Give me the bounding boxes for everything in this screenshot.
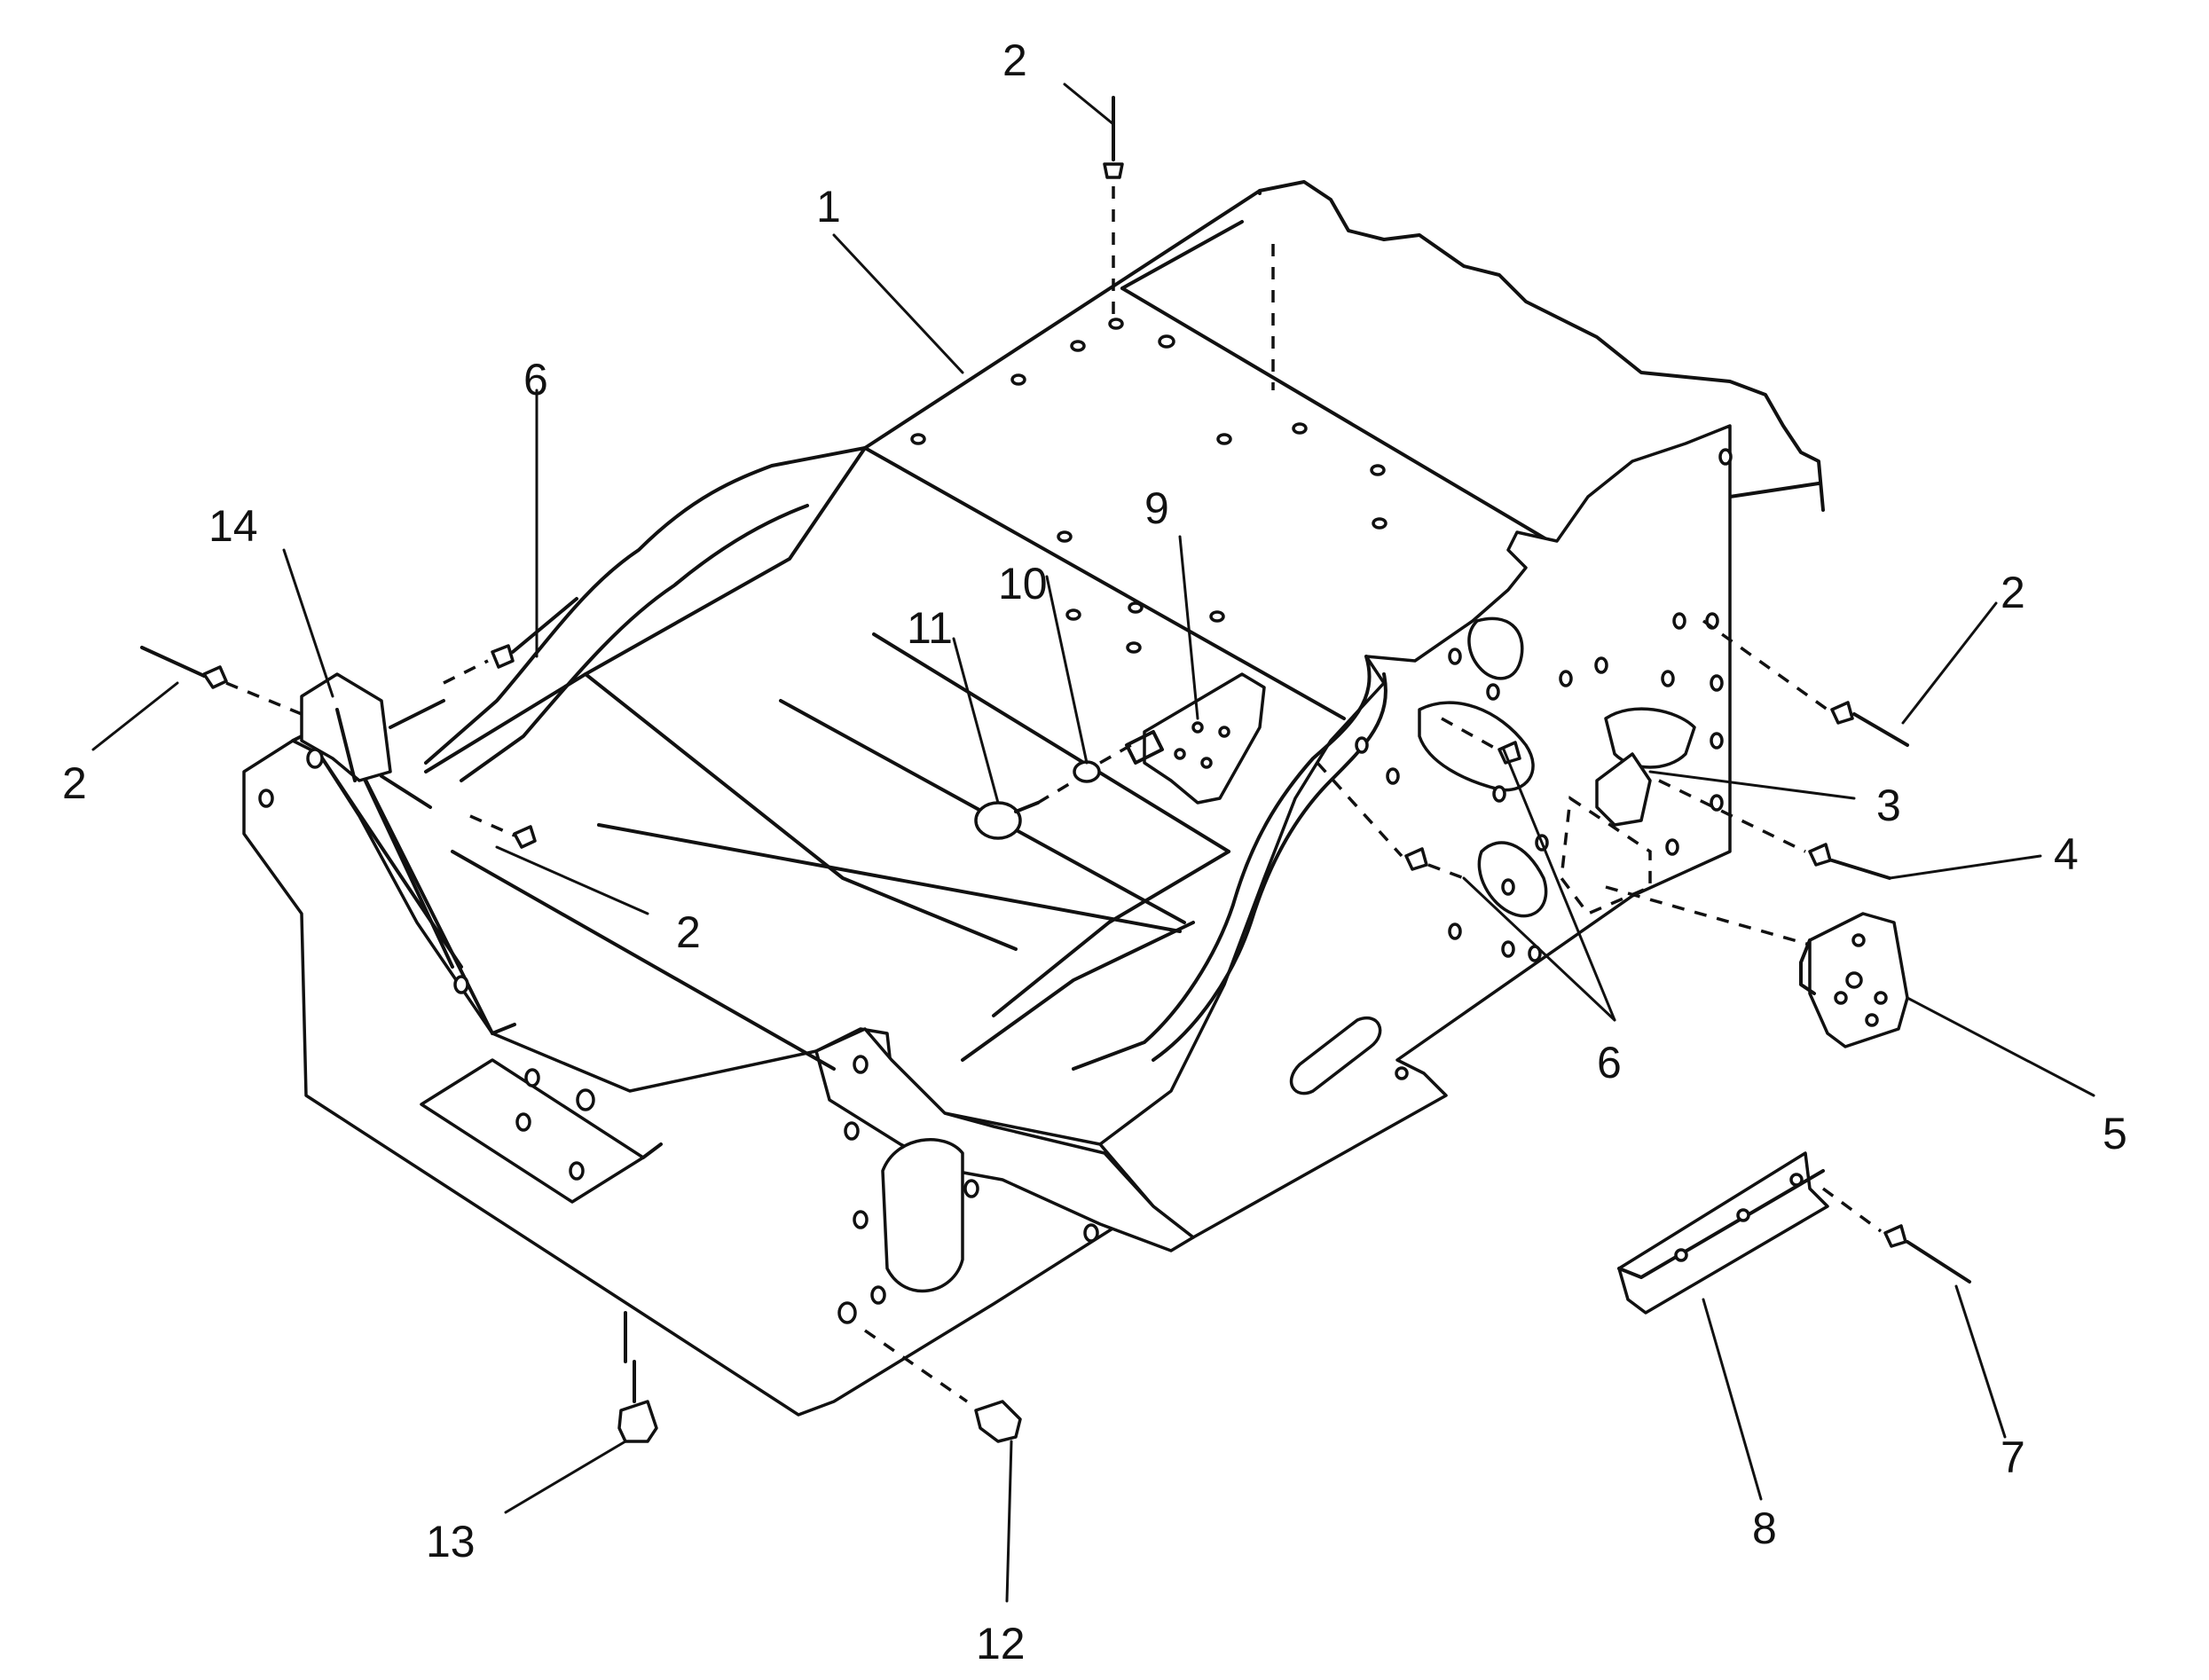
callout-10: 10 <box>998 559 1048 608</box>
callout-6-top: 6 <box>523 355 548 404</box>
callout-13: 13 <box>426 1517 476 1566</box>
part-3-bracket <box>1595 752 1652 827</box>
torn-edge <box>1258 180 1825 512</box>
callout-5: 5 <box>2103 1109 2127 1158</box>
top-deck <box>863 189 1262 450</box>
part-12-plug <box>974 1400 1022 1443</box>
callout-2-right: 2 <box>2001 568 2025 617</box>
callout-2-center: 2 <box>676 907 701 957</box>
top-deck-holes <box>910 318 1388 654</box>
callout-2-top: 2 <box>1002 35 1027 85</box>
callout-3: 3 <box>1876 781 1901 830</box>
callout-12: 12 <box>976 1619 1026 1668</box>
callout-2-left: 2 <box>62 758 87 808</box>
fasteners <box>140 96 1971 1284</box>
callout-1: 1 <box>816 182 841 232</box>
callout-7: 7 <box>2001 1433 2025 1482</box>
part-10-nut <box>1073 760 1101 783</box>
callout-4: 4 <box>2054 829 2079 879</box>
callout-labels: 1 2 2 2 2 3 4 5 6 6 7 8 9 10 11 12 13 14 <box>62 35 2127 1668</box>
left-rear-bracket <box>300 672 392 782</box>
callout-6-right: 6 <box>1597 1038 1622 1087</box>
right-plate-holes <box>1355 448 1733 1080</box>
callout-9: 9 <box>1144 483 1169 533</box>
callout-leaders <box>91 82 2095 1603</box>
main-frame <box>140 96 1971 1443</box>
left-leg-holes <box>258 748 1099 1324</box>
part-13-plug <box>617 1400 658 1443</box>
right-plate-cutouts <box>1289 616 1696 1095</box>
part-8-angle-bracket <box>1617 1151 1829 1315</box>
callout-11: 11 <box>907 603 953 653</box>
callout-8: 8 <box>1752 1503 1777 1553</box>
part-9-plate <box>1143 672 1266 805</box>
callout-14: 14 <box>208 501 258 551</box>
part-11-knob <box>974 801 1022 840</box>
